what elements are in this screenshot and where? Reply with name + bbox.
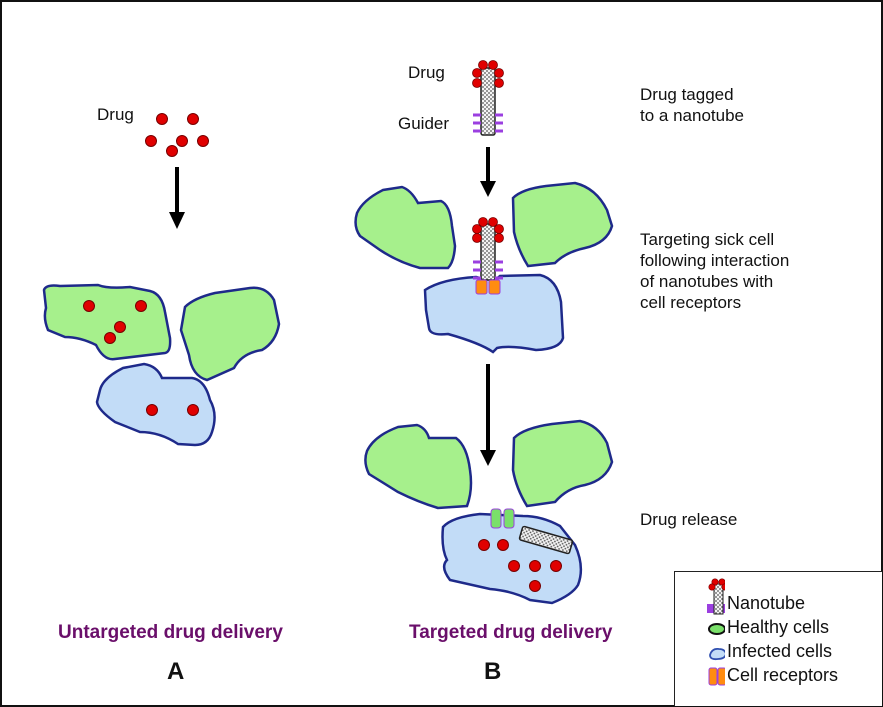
drug-particle xyxy=(83,300,95,312)
healthy-cell xyxy=(364,423,473,510)
legend-icons xyxy=(707,578,725,686)
panel-a-letter: A xyxy=(167,658,185,685)
drug-particle xyxy=(166,145,178,157)
panel-b-caption: Targeted drug delivery xyxy=(409,622,613,643)
legend-label-infected-cells: Infected cells xyxy=(727,641,833,661)
released-drug xyxy=(478,539,562,592)
legend-label-healthy-cells: Healthy cells xyxy=(727,617,830,637)
step-3-text: Drug release xyxy=(640,510,738,529)
drug-particle xyxy=(197,135,209,147)
empty-nanotube xyxy=(518,525,574,555)
drug-particle xyxy=(146,404,158,416)
legend: Nanotube Healthy cells Infected cells Ce… xyxy=(674,571,882,706)
released-receptors xyxy=(490,508,515,529)
panel-a-caption: Untargeted drug delivery xyxy=(58,622,283,643)
drug-particle xyxy=(114,321,126,333)
nanotube-docked xyxy=(472,217,504,295)
step-2-text: Targeting sick cell following interactio… xyxy=(640,230,790,312)
drug-particle xyxy=(104,332,116,344)
panel-b-drug-label: Drug xyxy=(408,63,445,82)
panel-a-arrow xyxy=(169,167,185,229)
infected-cell xyxy=(95,362,216,447)
panel-a-drug-label: Drug xyxy=(97,105,134,124)
healthy-cell xyxy=(511,419,614,508)
step-1-text: Drug tagged to a nanotube xyxy=(640,85,744,125)
healthy-cell xyxy=(354,185,457,270)
healthy-cell-icon xyxy=(708,623,725,635)
drug-particle xyxy=(187,113,199,125)
drug-particle xyxy=(176,135,188,147)
healthy-cell xyxy=(42,283,172,361)
healthy-cell xyxy=(511,181,614,268)
infected-cell-icon xyxy=(709,647,725,661)
cell-receptors xyxy=(475,279,501,295)
healthy-cell xyxy=(179,286,281,382)
drug-particle xyxy=(145,135,157,147)
drug-particle xyxy=(187,404,199,416)
panel-a-drug-cluster xyxy=(145,113,209,157)
legend-label-cell-receptors: Cell receptors xyxy=(727,665,839,685)
drug-particle xyxy=(135,300,147,312)
guider-molecules xyxy=(473,113,503,133)
nanotube-with-drug xyxy=(472,60,504,136)
cell-receptor-icon xyxy=(708,667,725,686)
nanotube-icon xyxy=(707,578,725,615)
panel-b-arrow-1 xyxy=(480,147,496,197)
panel-b-guider-label: Guider xyxy=(398,114,450,133)
panel-b-letter: B xyxy=(484,658,502,685)
drug-particle xyxy=(156,113,168,125)
panel-b-arrow-2 xyxy=(480,364,496,466)
legend-label-nanotube: Nanotube xyxy=(727,593,806,613)
